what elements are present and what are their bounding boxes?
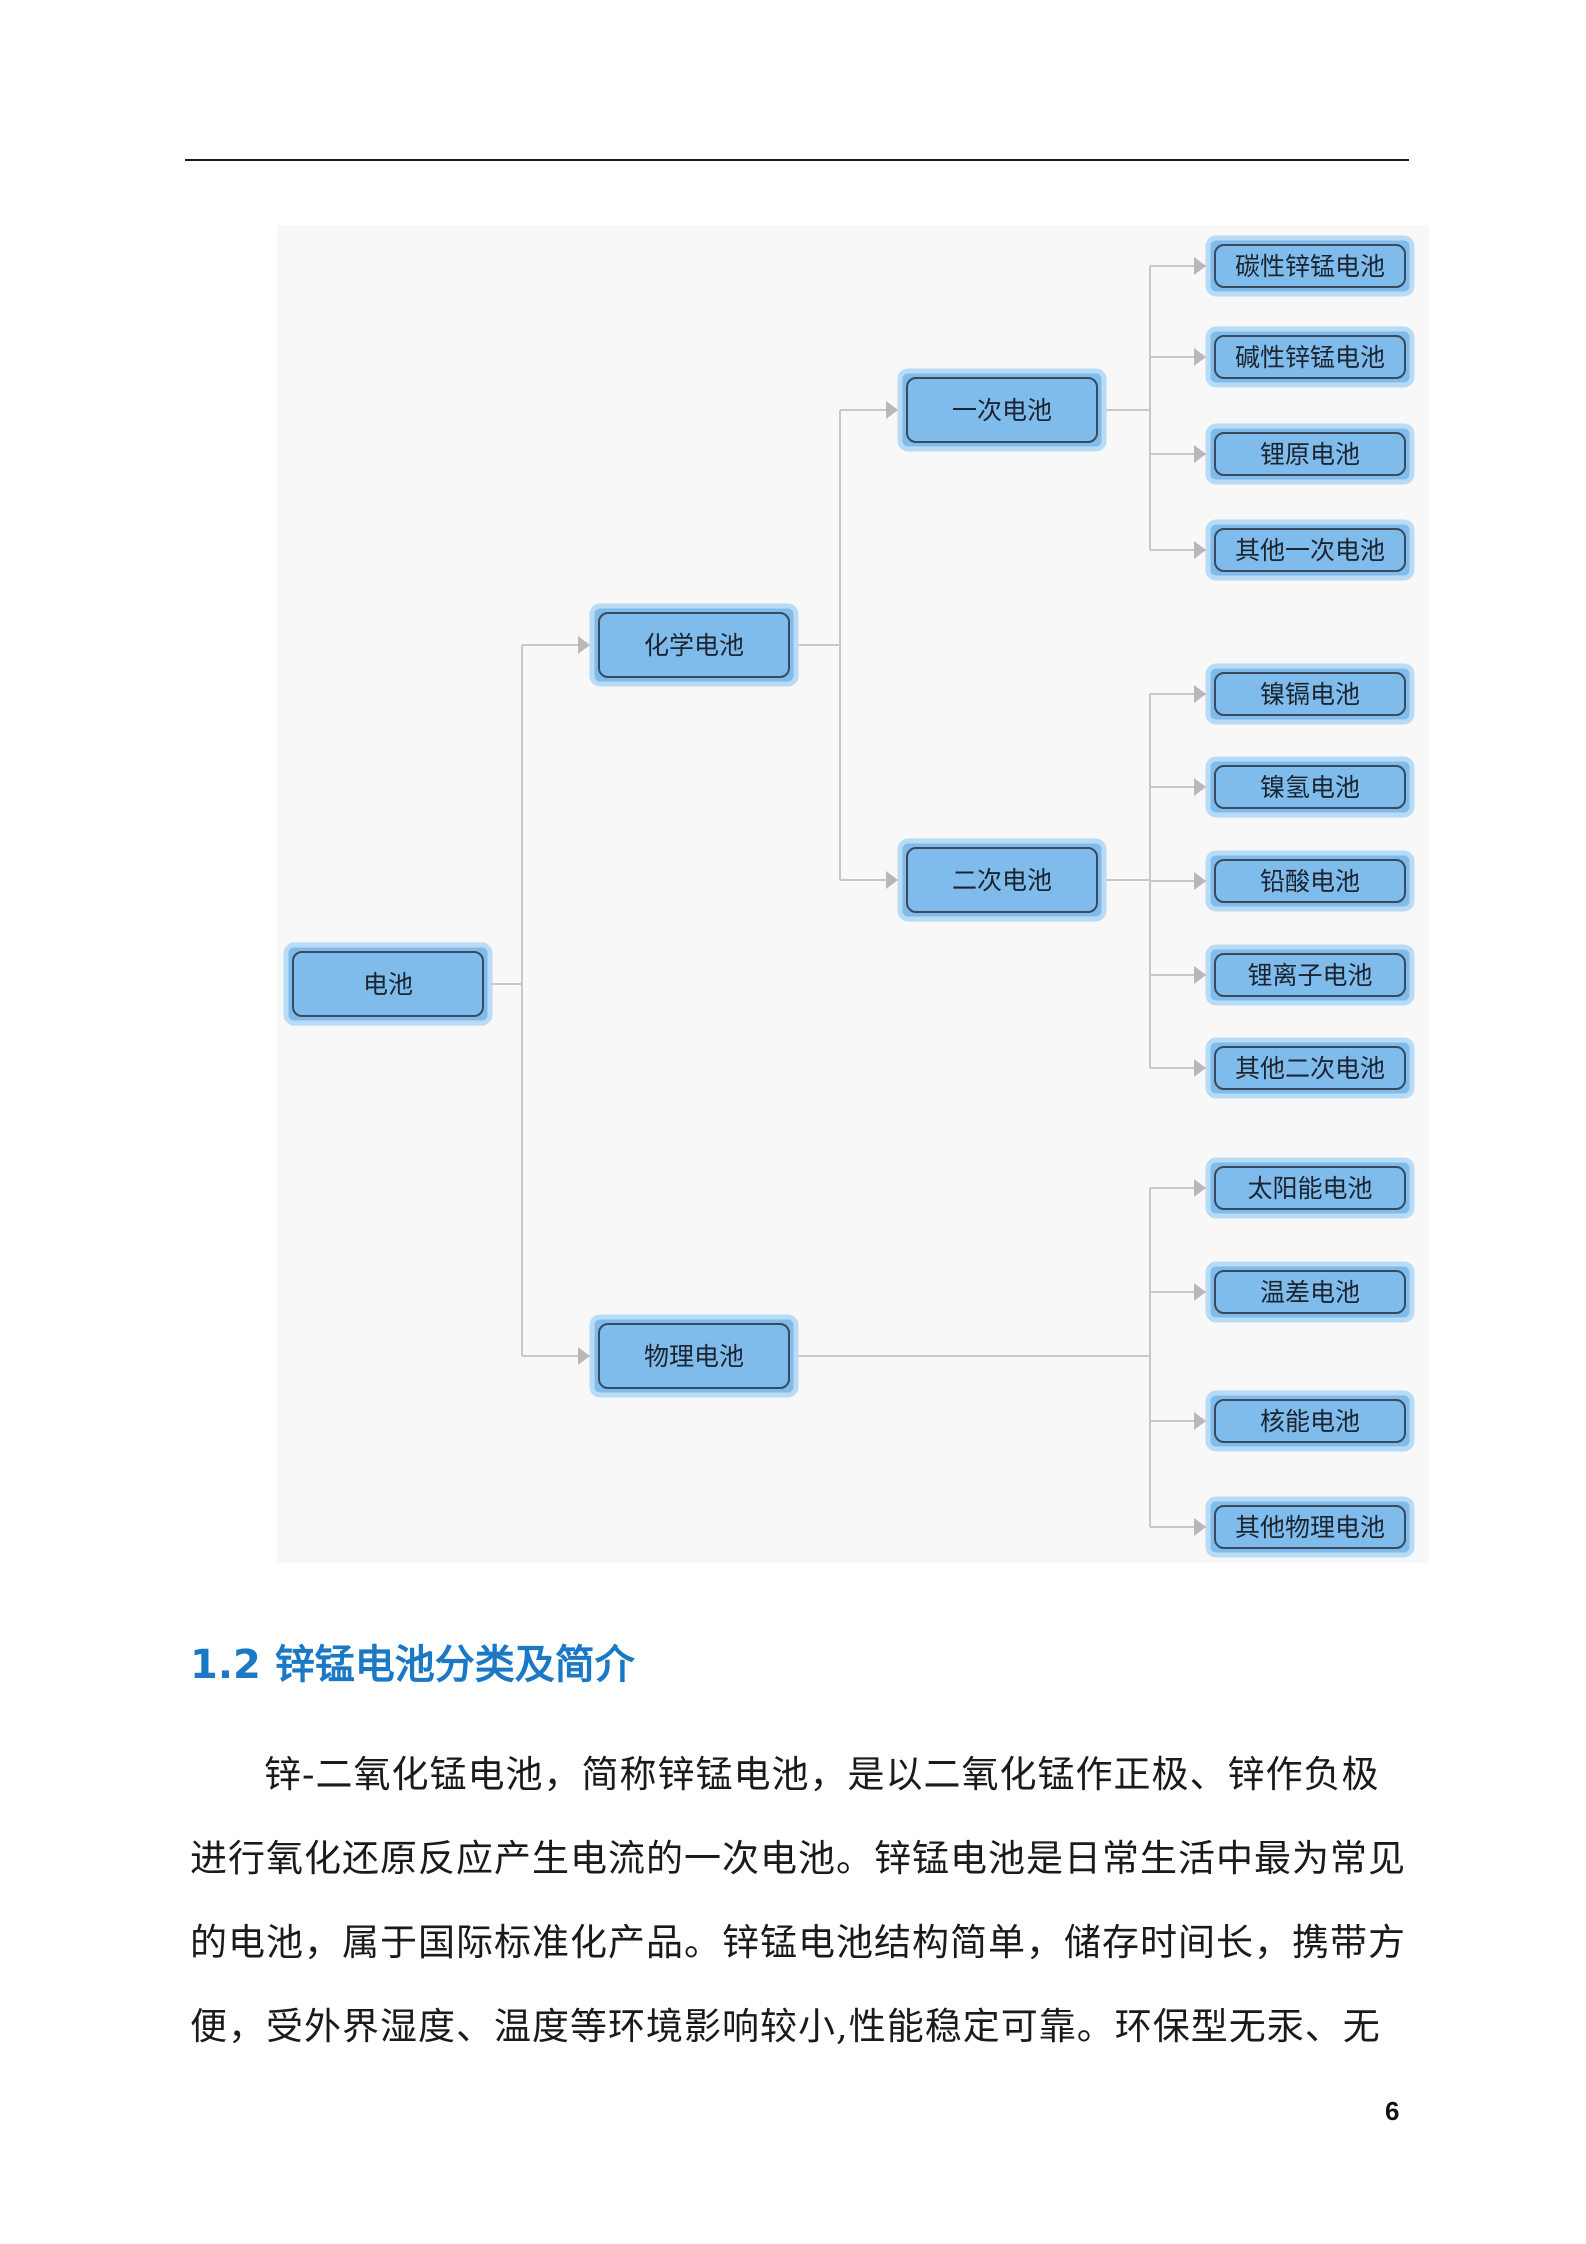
node-primary-label: 一次电池 [952, 396, 1052, 425]
connector-arrow [578, 636, 590, 654]
node-root: 电池 [283, 942, 493, 1026]
connector-arrow [1194, 685, 1206, 703]
node-secondary-item-box [1205, 944, 1415, 1006]
connector-arrow [1194, 257, 1206, 275]
connector-arrow [1194, 1283, 1206, 1301]
diagram-connectors [492, 257, 1206, 1536]
node-chemical-box [589, 603, 799, 687]
node-physical-item-box [1205, 1261, 1415, 1323]
node-secondary-item: 锂离子电池 [1205, 944, 1415, 1006]
node-physical: 物理电池 [589, 1314, 799, 1398]
connector-arrow [1194, 1059, 1206, 1077]
node-secondary-item-label: 铅酸电池 [1260, 867, 1360, 896]
node-primary-item: 碱性锌锰电池 [1205, 326, 1415, 388]
node-physical-item-border [1214, 1166, 1406, 1210]
node-chemical-label: 化学电池 [644, 631, 744, 660]
connector-arrow [1194, 966, 1206, 984]
node-secondary-item-label: 镍氢电池 [1260, 773, 1360, 802]
node-physical-item-border [1214, 1505, 1406, 1549]
node-secondary-item: 铅酸电池 [1205, 850, 1415, 912]
connector-arrow [1194, 1412, 1206, 1430]
connector-arrow [1194, 1179, 1206, 1197]
node-primary-border [906, 377, 1098, 443]
node-primary-item-border [1214, 335, 1406, 379]
node-physical-box [589, 1314, 799, 1398]
connector-arrow [1194, 445, 1206, 463]
connector-arrow [1194, 1518, 1206, 1536]
node-primary-item-border [1214, 244, 1406, 288]
node-secondary-item-border [1214, 765, 1406, 809]
node-physical-label: 物理电池 [644, 1342, 744, 1371]
node-physical-item-box [1205, 1390, 1415, 1452]
node-physical-item: 太阳能电池 [1205, 1157, 1415, 1219]
node-secondary-item-label: 镍镉电池 [1260, 680, 1360, 709]
node-physical-item-box [1205, 1496, 1415, 1558]
node-secondary-item: 镍镉电池 [1205, 663, 1415, 725]
node-primary-item: 碳性锌锰电池 [1205, 235, 1415, 297]
connector-arrow [1194, 872, 1206, 890]
node-primary-item: 锂原电池 [1205, 423, 1415, 485]
node-secondary-box [897, 838, 1107, 922]
node-physical-border [598, 1323, 790, 1389]
node-secondary-item-box [1205, 756, 1415, 818]
node-primary-box [897, 368, 1107, 452]
node-secondary-border [906, 847, 1098, 913]
node-root-label: 电池 [363, 970, 413, 999]
node-primary: 一次电池 [897, 368, 1107, 452]
node-root-border [292, 951, 484, 1017]
node-secondary-item-box [1205, 1037, 1415, 1099]
node-primary-item-label: 锂原电池 [1260, 440, 1360, 469]
node-secondary-item-border [1214, 859, 1406, 903]
node-physical-item: 核能电池 [1205, 1390, 1415, 1452]
node-secondary-item: 其他二次电池 [1205, 1037, 1415, 1099]
node-secondary-item-border [1214, 953, 1406, 997]
node-primary-item-box [1205, 326, 1415, 388]
node-primary-item: 其他一次电池 [1205, 519, 1415, 581]
node-secondary-item-label: 锂离子电池 [1247, 961, 1372, 990]
node-primary-item-label: 碳性锌锰电池 [1235, 252, 1385, 281]
node-chemical-border [598, 612, 790, 678]
node-primary-item-box [1205, 423, 1415, 485]
node-secondary-item-border [1214, 1046, 1406, 1090]
node-secondary-item-box [1205, 850, 1415, 912]
node-physical-item-label: 温差电池 [1260, 1278, 1360, 1307]
node-physical-item-border [1214, 1399, 1406, 1443]
node-primary-item-label: 其他一次电池 [1235, 536, 1385, 565]
node-primary-item-label: 碱性锌锰电池 [1235, 343, 1385, 372]
node-primary-item-border [1214, 528, 1406, 572]
body-paragraph: 锌-二氧化锰电池，简称锌锰电池，是以二氧化锰作正极、锌作负极进行氧化还原反应产生… [190, 1753, 1406, 2048]
node-primary-item-box [1205, 519, 1415, 581]
node-secondary-item-label: 其他二次电池 [1235, 1054, 1385, 1083]
header-rule [185, 159, 1409, 161]
section-heading: 1.2 锌锰电池分类及简介 [190, 1642, 635, 1688]
connector-arrow [1194, 778, 1206, 796]
node-secondary-item-border [1214, 672, 1406, 716]
connector-arrow [1194, 348, 1206, 366]
node-secondary: 二次电池 [897, 838, 1107, 922]
node-physical-item: 温差电池 [1205, 1261, 1415, 1323]
node-primary-item-border [1214, 432, 1406, 476]
node-secondary-item: 镍氢电池 [1205, 756, 1415, 818]
node-physical-item-box [1205, 1157, 1415, 1219]
connector-arrow [886, 871, 898, 889]
node-primary-item-box [1205, 235, 1415, 297]
node-secondary-item-box [1205, 663, 1415, 725]
connector-arrow [578, 1347, 590, 1365]
page-number: 6 [1385, 2096, 1400, 2126]
node-physical-item-label: 其他物理电池 [1235, 1513, 1385, 1542]
node-secondary-label: 二次电池 [952, 866, 1052, 895]
node-physical-item: 其他物理电池 [1205, 1496, 1415, 1558]
node-chemical: 化学电池 [589, 603, 799, 687]
node-physical-item-label: 太阳能电池 [1247, 1174, 1372, 1203]
node-root-box [283, 942, 493, 1026]
connector-arrow [886, 401, 898, 419]
node-physical-item-label: 核能电池 [1260, 1407, 1360, 1436]
connector-arrow [1194, 541, 1206, 559]
node-physical-item-border [1214, 1270, 1406, 1314]
